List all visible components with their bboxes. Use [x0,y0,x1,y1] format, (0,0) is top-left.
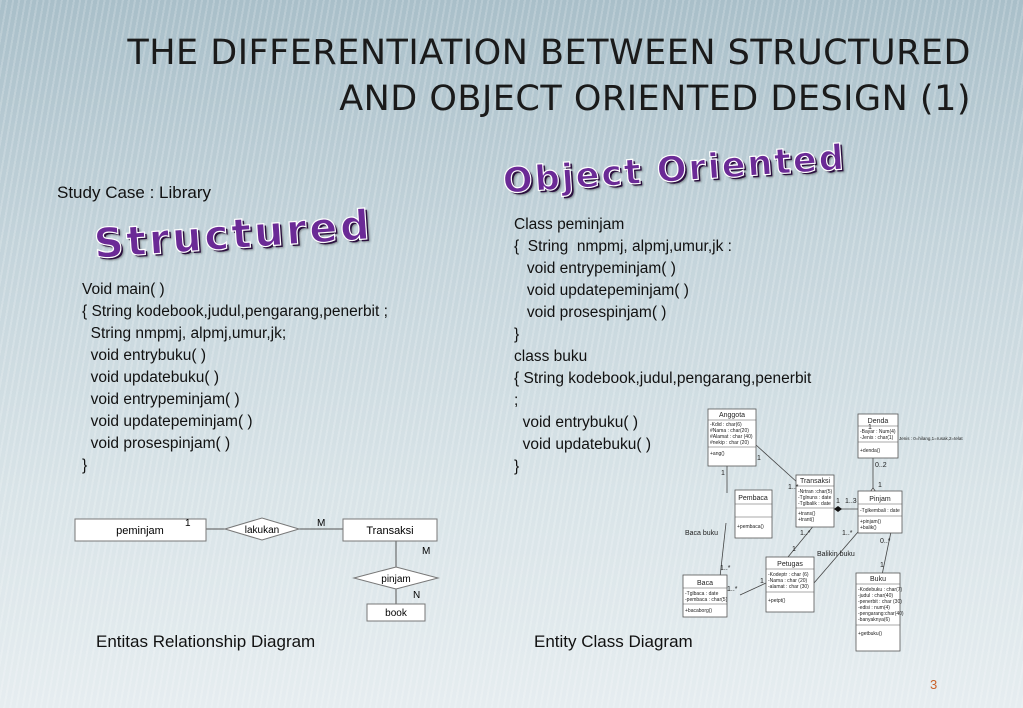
cd-baca-op-0: +bacaborg() [685,608,712,614]
cd-composition-diamond [834,506,842,512]
cd-petugas-name: Petugas [777,561,803,568]
cd-mult-16: 1 [880,562,884,569]
cd-line-pinjam-buku [881,526,893,576]
cd-mult-14: 1..* [727,586,738,593]
cd-denda-op-0: +denda() [860,448,880,454]
cd-petugas-op-0: +petpt() [768,598,786,604]
er-entity-peminjam [74,518,207,542]
cd-line-pinjam-pet [813,524,865,584]
cd-transaksi-op-0: +trans() [798,511,816,517]
er-transaksi-label: Transaksi [366,525,413,537]
cd-transaksi-name: Transaksi [800,478,831,485]
cd-buku-op-0: +getbuku() [858,631,882,637]
cd-mult-4: 1 [868,424,872,431]
cd-mult-1: 1 [721,470,725,477]
cd-denda-attr-1: -Jenis : char(1) [860,435,894,441]
object-oriented-code: Class peminjam { String nmpmj, alpmj,umu… [514,216,812,475]
cd-pembaca-name: Pembaca [738,495,768,502]
er-relation-pinjam [352,566,440,590]
cd-baca-attr-1: -pembaca : char(5) [685,597,728,603]
cd-label-balikin-buku: Balikin buku [817,551,855,558]
structured-code: Void main( ) { String kodebook,judul,pen… [82,281,388,474]
class-diagram: Anggota -Kdid : char(6) #Nama : char(20)… [682,408,963,652]
er-peminjam-label: peminjam [116,525,164,537]
cd-class-pembaca [734,489,773,539]
cd-mult-7: 1..3 [845,498,857,505]
cd-buku-attr-0: -Kodebuku : char(7) [858,587,903,593]
page-number: 3 [930,677,938,692]
cd-denda-name: Denda [868,418,889,425]
cd-class-baca [682,574,728,618]
cd-petugas-attr-0: -Kodeptr : char (6) [768,572,809,578]
er-card-m1: M [317,518,325,529]
cd-anggota-attr-1: #Nama : char(20) [710,428,749,434]
cd-transaksi-attr-0: -Nrtran :char(5) [798,489,833,495]
cd-mult-12: 1..* [720,565,731,572]
cd-mult-9: 1..* [800,530,811,537]
cd-mult-2: 1 [757,455,761,462]
slide-title: THE DIFFERENTIATION BETWEEN STRUCTURED A… [127,30,971,122]
cd-anggota-name: Anggota [719,412,745,419]
cd-buku-attr-3: -edisi : num(4) [858,605,890,611]
cd-mult-8: 1 [836,498,840,505]
cd-line-trans-pet [787,523,816,558]
cd-pinjam-attr-0: -Tglkembali : date [860,508,900,514]
cd-buku-name: Buku [870,576,886,583]
cd-buku-attr-4: -pengarang:char(40) [858,611,904,617]
cd-mult-15: 0..* [880,538,891,545]
cd-transaksi-op-1: +trant() [798,517,815,523]
cd-pinjam-name: Pinjam [869,496,891,503]
cd-buku-attr-5: -banyaknya(6) [858,617,890,623]
cd-anggota-op-0: +ang() [710,451,725,457]
cd-buku-attr-1: -judul : char(40) [858,593,893,599]
er-card-m2: M [422,546,430,557]
er-card-1: 1 [185,518,191,529]
cd-pembaca-op-0: +pembaca() [737,524,764,530]
cd-class-transaksi [795,474,835,528]
cd-line-baca-pet [739,582,767,596]
cd-mult-6: 1 [878,482,882,489]
cd-anggota-attr-3: #nekip : char (20) [710,440,749,446]
er-diagram: peminjam lakukan Transaksi pinjam book 1… [74,517,440,622]
er-pinjam-label: pinjam [381,574,410,585]
cd-class-pinjam [857,490,903,534]
cd-class-anggota [707,408,757,467]
erd-caption: Entitas Relationship Diagram [96,632,316,651]
cd-mult-10: 1..* [842,530,853,537]
cd-class-petugas [765,556,815,613]
cd-line-pem-baca [719,522,727,578]
cd-pinjam-op-1: +balik() [860,525,877,531]
title-line-2: AND OBJECT ORIENTED DESIGN (1) [339,79,971,119]
er-card-n: N [413,590,420,601]
cd-pinjam-op-0: +pinjam() [860,519,881,525]
er-book-label: book [385,608,408,619]
title-line-1: THE DIFFERENTIATION BETWEEN STRUCTURED [127,33,971,73]
er-lakukan-label: lakukan [245,525,279,536]
cd-baca-name: Baca [697,580,713,587]
cd-mult-5: 0..2 [875,462,887,469]
cd-denda-attr-0: -Bayar : Num(4) [860,429,896,435]
cd-denda-note: Jenis : 0=hilang,1=rusak,2=telat [899,436,963,441]
er-relation-lakukan [223,517,301,541]
er-entity-transaksi [342,518,438,542]
cd-line-ang-trans [755,444,799,484]
cd-class-denda [857,413,899,459]
cd-transaksi-attr-1: -Tglnuns : date [798,495,832,501]
study-case-label: Study Case : Library [57,183,212,202]
cd-baca-attr-0: -Tglbaca : date [685,591,719,597]
cd-label-baca-buku: Baca buku [685,530,718,537]
cd-anggota-attr-2: #Alamat : char (40) [710,434,753,440]
cd-petugas-attr-1: -Nama : char (20) [768,578,808,584]
cd-buku-attr-2: -penerbit : char (30) [858,599,902,605]
cd-mult-13: 1 [760,578,764,585]
cd-class-buku [855,572,901,652]
cd-petugas-attr-2: -alamat : char (30) [768,584,809,590]
cd-mult-11: 1 [792,546,796,553]
cd-anggota-attr-0: -Kdid : char(6) [710,422,742,428]
er-entity-book [366,603,426,622]
class-diagram-caption: Entity Class Diagram [534,632,693,651]
cd-transaksi-attr-2: -Tglbalik : date [798,501,831,507]
cd-mult-3: 1..* [788,484,799,491]
